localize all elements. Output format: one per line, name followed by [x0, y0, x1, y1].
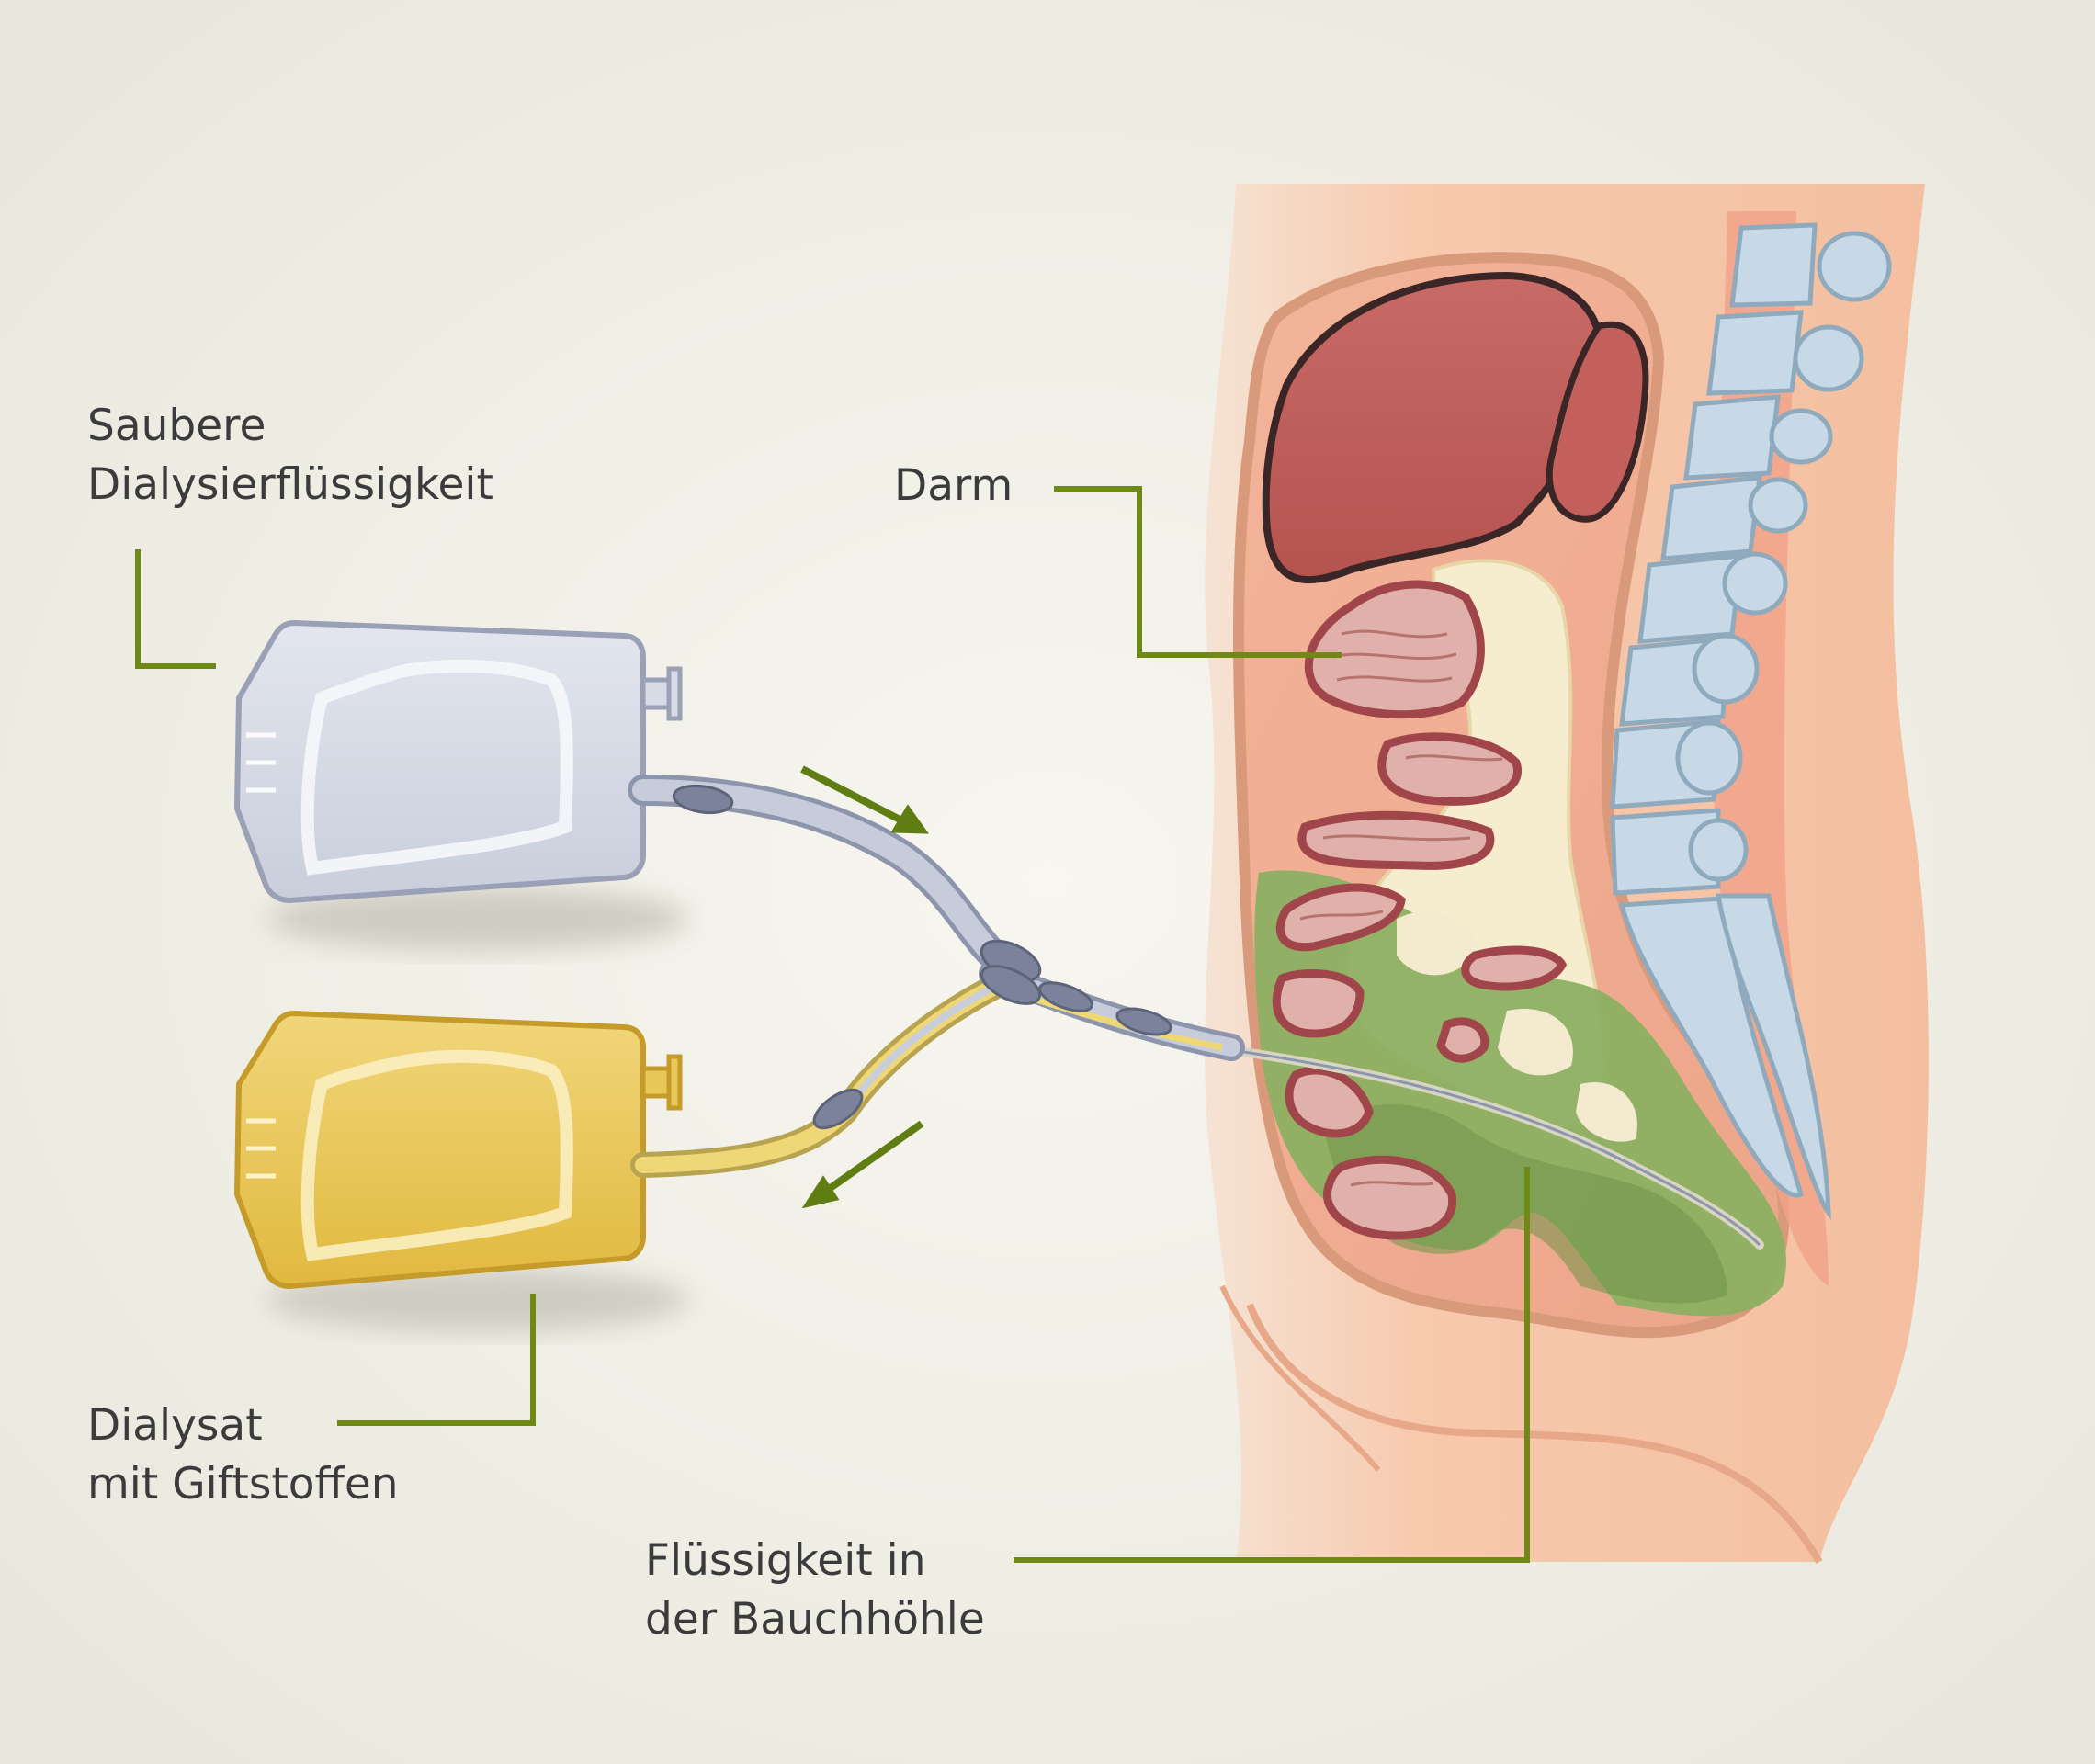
intestine-loop: [1377, 732, 1522, 806]
liver: [1262, 271, 1605, 584]
flow-arrows: [800, 765, 929, 1209]
dialysate-bag-port: [640, 1066, 672, 1099]
fat-island: [1498, 1009, 1573, 1076]
vertebra: [1637, 553, 1744, 644]
intestine-loop-darm: [1304, 580, 1485, 719]
tube-clamp: [812, 1088, 864, 1130]
intestine-loop: [1285, 1066, 1374, 1138]
spinous-process: [1817, 231, 1892, 302]
spinous-processes: [1675, 231, 1892, 882]
outflow-arrowhead-icon: [801, 1175, 840, 1209]
leader-abdominal-fluid: [1014, 1167, 1530, 1563]
dialysate-bag-highlight: [300, 1049, 573, 1261]
intestine-folds: [1299, 629, 1503, 1187]
label-abdominal-fluid: Flüssigkeit in der Bauchhöhle: [645, 1532, 985, 1649]
label-clean-line2: Dialysierflüssigkeit: [87, 459, 493, 510]
spinous-process: [1748, 477, 1808, 534]
label-intestine: Darm: [894, 457, 1013, 515]
tube-clamp: [1115, 1007, 1172, 1036]
intestine-loop: [1272, 969, 1365, 1038]
tube-clamp: [980, 965, 1042, 1005]
intestine-loop: [1323, 1155, 1457, 1240]
dialysate-bag: [233, 1010, 683, 1290]
spinous-process: [1675, 720, 1743, 796]
intestine-loop: [1461, 945, 1568, 991]
vertebra: [1610, 808, 1721, 896]
spinous-process: [1692, 633, 1760, 705]
fat-island: [1576, 1082, 1637, 1142]
clean-dialysis-bag: [233, 619, 683, 904]
intestine-loop: [1436, 1017, 1489, 1063]
intestine-loops: [1272, 580, 1568, 1240]
leader-dialysate: [337, 1294, 536, 1426]
leg-fold: [1219, 1284, 1381, 1472]
intestine-loop: [1275, 883, 1406, 952]
spinous-process: [1793, 324, 1864, 392]
vertebra: [1660, 475, 1762, 561]
label-dialysate: Dialysat mit Giftstoffen: [87, 1396, 399, 1514]
outflow-arrow: [822, 1120, 924, 1195]
vertebra: [1683, 394, 1781, 481]
tube-clamp: [672, 784, 734, 815]
label-clean-dialysis-fluid: Saubere Dialysierflüssigkeit: [87, 397, 493, 514]
intestine-loop: [1297, 810, 1495, 870]
label-abdominal-fluid-line1: Flüssigkeit in: [645, 1535, 926, 1586]
tubing: [628, 775, 1245, 1178]
body-cross-section: [1205, 184, 1929, 1564]
dialysate-bag-shadow: [266, 1268, 689, 1332]
clean-bag-highlight: [300, 659, 573, 876]
label-dialysate-line2: mit Giftstoffen: [87, 1459, 399, 1510]
label-clean-line1: Saubere: [87, 401, 266, 451]
gallbladder-lobe: [1546, 321, 1649, 523]
label-intestine-text: Darm: [894, 460, 1014, 511]
leader-darm: [1054, 486, 1342, 658]
inflow-arrowhead-icon: [890, 804, 929, 834]
label-dialysate-line1: Dialysat: [87, 1400, 263, 1451]
spinous-process: [1688, 818, 1749, 882]
vertebral-column: [1610, 222, 1831, 1220]
leader-clean-fluid: [135, 549, 216, 669]
label-abdominal-fluid-line2: der Bauchhöhle: [645, 1594, 985, 1645]
fat-island: [1397, 910, 1479, 976]
inflow-arrow: [800, 765, 907, 826]
leader-lines: [135, 486, 1530, 1563]
tube-clamp: [1038, 981, 1093, 1012]
coccyx: [1716, 893, 1831, 1220]
clean-bag-shadow: [266, 887, 689, 951]
vertebra: [1706, 310, 1804, 396]
spinous-process: [1722, 551, 1788, 616]
spinous-process: [1769, 408, 1833, 465]
vertebra: [1729, 222, 1818, 308]
sacrum: [1618, 896, 1805, 1198]
buttock-curve: [1246, 1303, 1823, 1564]
clean-bag-port: [640, 677, 672, 710]
